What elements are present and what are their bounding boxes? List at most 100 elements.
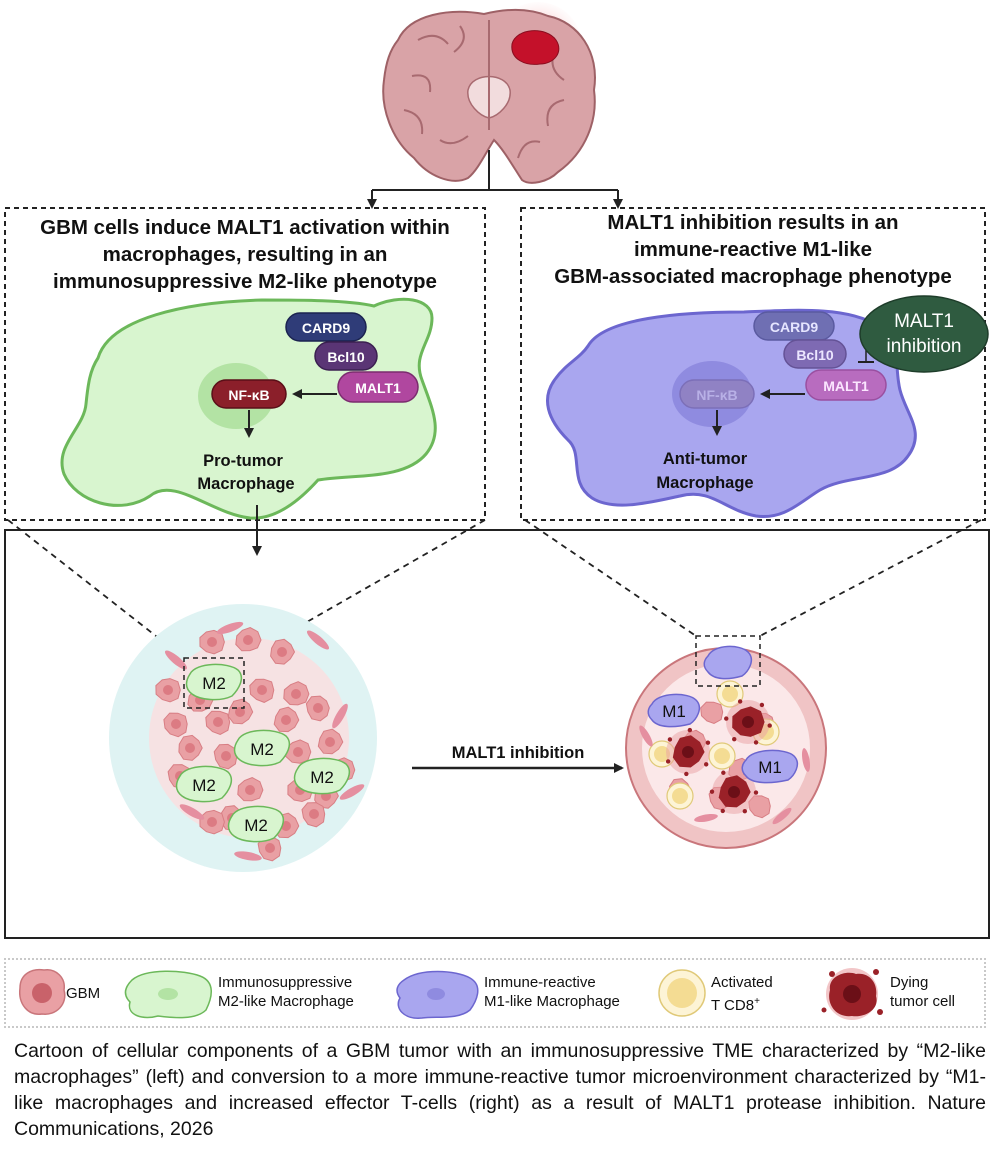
vessel-cell	[332, 703, 348, 729]
dying-fragment	[724, 716, 729, 721]
legend-m1-label: Immune-reactive M1-like Macrophage	[484, 973, 620, 1011]
pro-tumor-label-2: Macrophage	[197, 475, 294, 493]
m2-cell	[175, 765, 233, 803]
dying-fragment	[759, 702, 765, 708]
tcell-icon	[658, 969, 706, 1017]
t-cell-core	[672, 788, 688, 804]
anti-tumor-label-1: Anti-tumor	[663, 450, 748, 468]
legend-gbm-label: GBM	[66, 985, 101, 1002]
left-title-line-2: macrophages, resulting in an	[102, 243, 388, 266]
right-title-line-3: GBM-associated macrophage phenotype	[554, 265, 952, 288]
gbm-nucleus	[293, 747, 303, 757]
bcl10-label-faded: Bcl10	[796, 347, 834, 363]
brain-illustration	[382, 2, 596, 184]
gbm-nucleus	[265, 843, 275, 853]
m1-cell-label: M1	[662, 702, 686, 721]
gbm-nucleus	[313, 703, 323, 713]
figure-diagram: CARD9 Bcl10 MALT1 NF-κB Pro-tumor Macrop…	[4, 2, 990, 939]
legend-tcell-line-1: Activated	[711, 974, 773, 991]
dying-fragment	[684, 771, 689, 777]
dying-cell-icon	[821, 968, 883, 1020]
inhibitor-label-2: inhibition	[887, 336, 962, 357]
card9-pill	[285, 312, 367, 342]
vessel-cell	[216, 621, 244, 635]
split-connector	[367, 150, 623, 209]
dying-fragment	[665, 759, 671, 764]
legend-icons	[19, 968, 883, 1020]
dying-fragment	[737, 699, 743, 704]
t-cell-core	[722, 686, 738, 702]
vessel-cell	[306, 630, 330, 650]
right-panel-title: MALT1 inhibition results in an immune-re…	[522, 209, 984, 290]
m2-label: M2	[192, 776, 216, 795]
zoom-lines	[7, 519, 982, 659]
anti-tumor-label-2: Macrophage	[656, 474, 753, 492]
legend-tcell-sup: +	[754, 996, 760, 1007]
legend-m1-line-2: M1-like Macrophage	[484, 993, 620, 1010]
bcl10-pill	[314, 341, 378, 371]
gbm-nucleus	[171, 719, 181, 729]
legend-m1-line-1: Immune-reactive	[484, 974, 596, 991]
dying-fragment	[667, 737, 673, 742]
legend-dying-label: Dying tumor cell	[890, 973, 955, 1011]
m2-cell	[233, 729, 291, 767]
gbm-cell	[700, 701, 724, 725]
vessel-cell	[801, 748, 811, 772]
gbm-nucleus	[281, 715, 291, 725]
t-cell-core	[654, 746, 670, 762]
left-title-line-1: GBM cells induce MALT1 activation within	[40, 216, 450, 239]
dying-fragment	[705, 740, 711, 745]
dying-fragment	[720, 808, 725, 814]
right-title-line-1: MALT1 inhibition results in an	[607, 211, 899, 234]
vessel-cell	[234, 851, 262, 861]
vessel-cell	[772, 807, 792, 825]
malt1-inhibition-oval	[859, 295, 989, 373]
gbm-nucleus	[325, 737, 335, 747]
bottom-box	[4, 529, 990, 939]
gbm-nucleus	[257, 685, 267, 695]
gbm-nucleus	[207, 637, 217, 647]
card9-label: CARD9	[302, 320, 350, 336]
nfkb-label-faded: NF-κB	[696, 387, 737, 403]
nfkb-pill-faded	[679, 379, 755, 409]
left-title-line-3: immunosuppressive M2-like phenotype	[53, 270, 437, 293]
m1-cell	[647, 693, 701, 728]
vessel-cell	[179, 804, 205, 820]
legend-tcell-line-2: T CD8+	[711, 992, 773, 1015]
m2-label: M2	[250, 740, 274, 759]
dying-fragment	[687, 727, 693, 733]
dying-fragment	[753, 790, 759, 795]
gbm-nucleus	[221, 751, 231, 761]
malt1-pill-faded	[805, 369, 887, 401]
inhibitor-label-1: MALT1	[894, 311, 954, 332]
gbm-nucleus	[163, 685, 173, 695]
pro-tumor-label-1: Pro-tumor	[203, 452, 283, 470]
gbm-nucleus	[277, 647, 287, 657]
legend: GBM Immunosuppressive M2-like Macrophage…	[4, 958, 986, 1028]
dying-nucleus	[682, 746, 694, 758]
zoom-box-right	[695, 635, 761, 687]
dying-nucleus	[728, 786, 740, 798]
dying-fragment	[732, 736, 737, 742]
m1-cell-label: M1	[758, 758, 782, 777]
vessel-cell	[694, 813, 718, 823]
vessel-cell	[639, 725, 653, 747]
right-signaling: CARD9 Bcl10 MALT1 NF-κB MALT1 inhibition…	[656, 295, 989, 492]
legend-dying-line-2: tumor cell	[890, 993, 956, 1010]
dying-nucleus	[742, 716, 754, 728]
legend-m2-label: Immunosuppressive M2-like Macrophage	[218, 973, 354, 1011]
m1-cell	[741, 749, 799, 784]
legend-m2-line-2: M2-like Macrophage	[218, 993, 354, 1010]
m2-cell	[185, 663, 243, 701]
dying-fragment	[753, 740, 759, 745]
dying-fragment	[709, 789, 715, 794]
left-signaling: CARD9 Bcl10 MALT1 NF-κB Pro-tumor Macrop…	[197, 312, 419, 493]
m1-icon	[396, 970, 479, 1019]
m1-cell-small	[703, 645, 753, 680]
legend-tcell-text: T CD8	[711, 997, 755, 1014]
right-panel-box	[520, 207, 986, 521]
